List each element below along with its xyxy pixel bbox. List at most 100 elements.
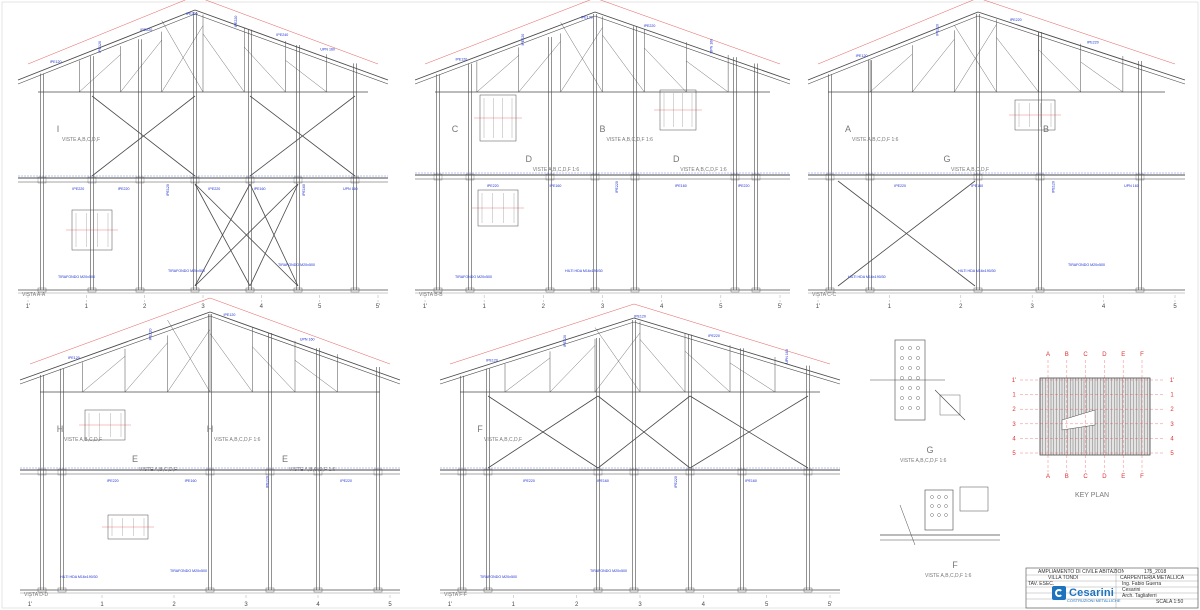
truss-diagonal	[202, 33, 245, 93]
truss-diagonal	[1080, 61, 1123, 93]
bolt-icon	[930, 504, 934, 508]
axis-label: 2	[959, 304, 963, 310]
anchor-note: HILTI HDA M16x190/30	[848, 275, 886, 279]
truss-diagonal	[124, 342, 168, 393]
section-detail	[66, 209, 118, 251]
truss-diagonal	[602, 35, 645, 93]
truss-diagonal	[639, 339, 686, 393]
bolt-icon	[908, 406, 912, 410]
column-base-plate	[245, 287, 255, 293]
profile-label: IPE220	[936, 24, 940, 36]
logo-text: Cesarini	[1069, 587, 1115, 599]
column-base-plate	[825, 287, 835, 293]
x-brace-lower	[194, 183, 299, 287]
truss-diagonal	[549, 345, 596, 393]
key-plan-column-label: C	[1083, 474, 1088, 480]
bolt-icon	[900, 376, 904, 380]
view-title: VISTA A-A	[22, 292, 46, 298]
bolt-icon	[900, 386, 904, 390]
profile-label: IPE120	[486, 359, 498, 363]
column-base-plate	[737, 587, 747, 593]
detail-letter: H	[207, 424, 214, 434]
detail-letter: G	[943, 154, 950, 164]
column-connection	[545, 173, 555, 181]
detail-caption: VISTE A,B,C,D,F 1:6	[214, 437, 261, 443]
section-detail	[1009, 99, 1061, 131]
key-plan-column-label: A	[1046, 352, 1050, 358]
logo-tagline: COSTRUZIONI METALLICHE	[1067, 598, 1121, 603]
column-connection	[135, 176, 145, 184]
column-connection	[245, 176, 255, 184]
x-brace-lower	[194, 183, 251, 287]
anchor-note: HILTI HDA M16x190/30	[565, 269, 603, 273]
axis-label: 4	[1102, 304, 1106, 310]
bolt-icon	[900, 366, 904, 370]
bolt-icon	[930, 513, 934, 517]
truss-diagonal	[244, 46, 286, 93]
detail-letter: B	[1043, 124, 1049, 134]
rafter-left	[439, 317, 635, 381]
rafter-left-inner	[807, 15, 979, 85]
axis-label: 5'	[778, 304, 782, 310]
axis-label: 5	[719, 304, 723, 310]
rafter-right-inner	[209, 315, 401, 385]
column-connection	[630, 173, 640, 181]
anchor-note: TIRAFONDO M20x500	[590, 569, 627, 573]
detail-caption: VISTE A,B,C,D,F 1:6	[607, 137, 654, 143]
anchor-note: TIRAFONDO M20x500	[455, 275, 492, 279]
detail-letter: G	[926, 445, 933, 455]
profile-label: IPE220	[265, 476, 269, 488]
truss-diagonal	[996, 37, 1039, 93]
key-plan-opening	[1061, 409, 1096, 431]
title-block-row: Cesarini	[1122, 587, 1141, 593]
truss-diagonal	[120, 39, 162, 93]
bolt-icon	[944, 495, 948, 499]
truss-diagonal	[686, 60, 729, 93]
column-base-plate	[1035, 287, 1045, 293]
bolt-icon	[916, 386, 920, 390]
profile-label: UPN 160	[709, 39, 713, 54]
view-title: VISTA D-D	[24, 592, 48, 598]
key-plan-row-label: 4	[1170, 436, 1174, 442]
truss-diagonal	[161, 25, 204, 93]
column-base-plate	[135, 287, 145, 293]
column-base-plate	[730, 287, 740, 293]
profile-label: IPE120	[224, 313, 236, 317]
column-base-plate	[545, 287, 555, 293]
view-title: VISTA C-C	[812, 292, 836, 298]
detail-caption: VISTE A,B,C,D,F	[64, 437, 102, 443]
column-base-plate	[37, 287, 47, 293]
column-connection	[373, 468, 383, 476]
axis-label: 5	[318, 304, 322, 310]
column-base-plate	[37, 587, 47, 593]
axis-label: 2	[542, 304, 546, 310]
section-detail	[474, 94, 522, 142]
detail-letter: H	[57, 424, 64, 434]
key-plan-row-label: 1	[1012, 393, 1016, 399]
bolt-icon	[937, 495, 941, 499]
column-base-plate	[803, 587, 813, 593]
bolt-icon	[944, 504, 948, 508]
roof-dimension	[983, 0, 1176, 65]
roof-dimension	[817, 0, 974, 65]
profile-label: IPE220	[72, 187, 84, 191]
truss-diagonal	[954, 25, 997, 93]
column-connection	[265, 468, 275, 476]
column-base-plate	[265, 587, 275, 593]
profile-label: UPN 160	[343, 187, 358, 191]
profile-label: IPE120	[856, 54, 868, 58]
profile-label: IPE240	[276, 33, 288, 37]
bolt-icon	[937, 504, 941, 508]
column-base-plate	[973, 287, 983, 293]
section-detail	[79, 409, 131, 441]
detail-caption: VISTE A,B,C,D,F 1:6	[533, 167, 580, 173]
axis-label: 1	[100, 602, 104, 608]
bolt-icon	[908, 346, 912, 350]
axis-label: 2	[172, 602, 176, 608]
column-connection	[751, 173, 761, 181]
rafter-left	[414, 11, 596, 81]
column-connection	[825, 173, 835, 181]
profile-label: IPE220	[523, 479, 535, 483]
detail-letter: I	[57, 124, 60, 134]
